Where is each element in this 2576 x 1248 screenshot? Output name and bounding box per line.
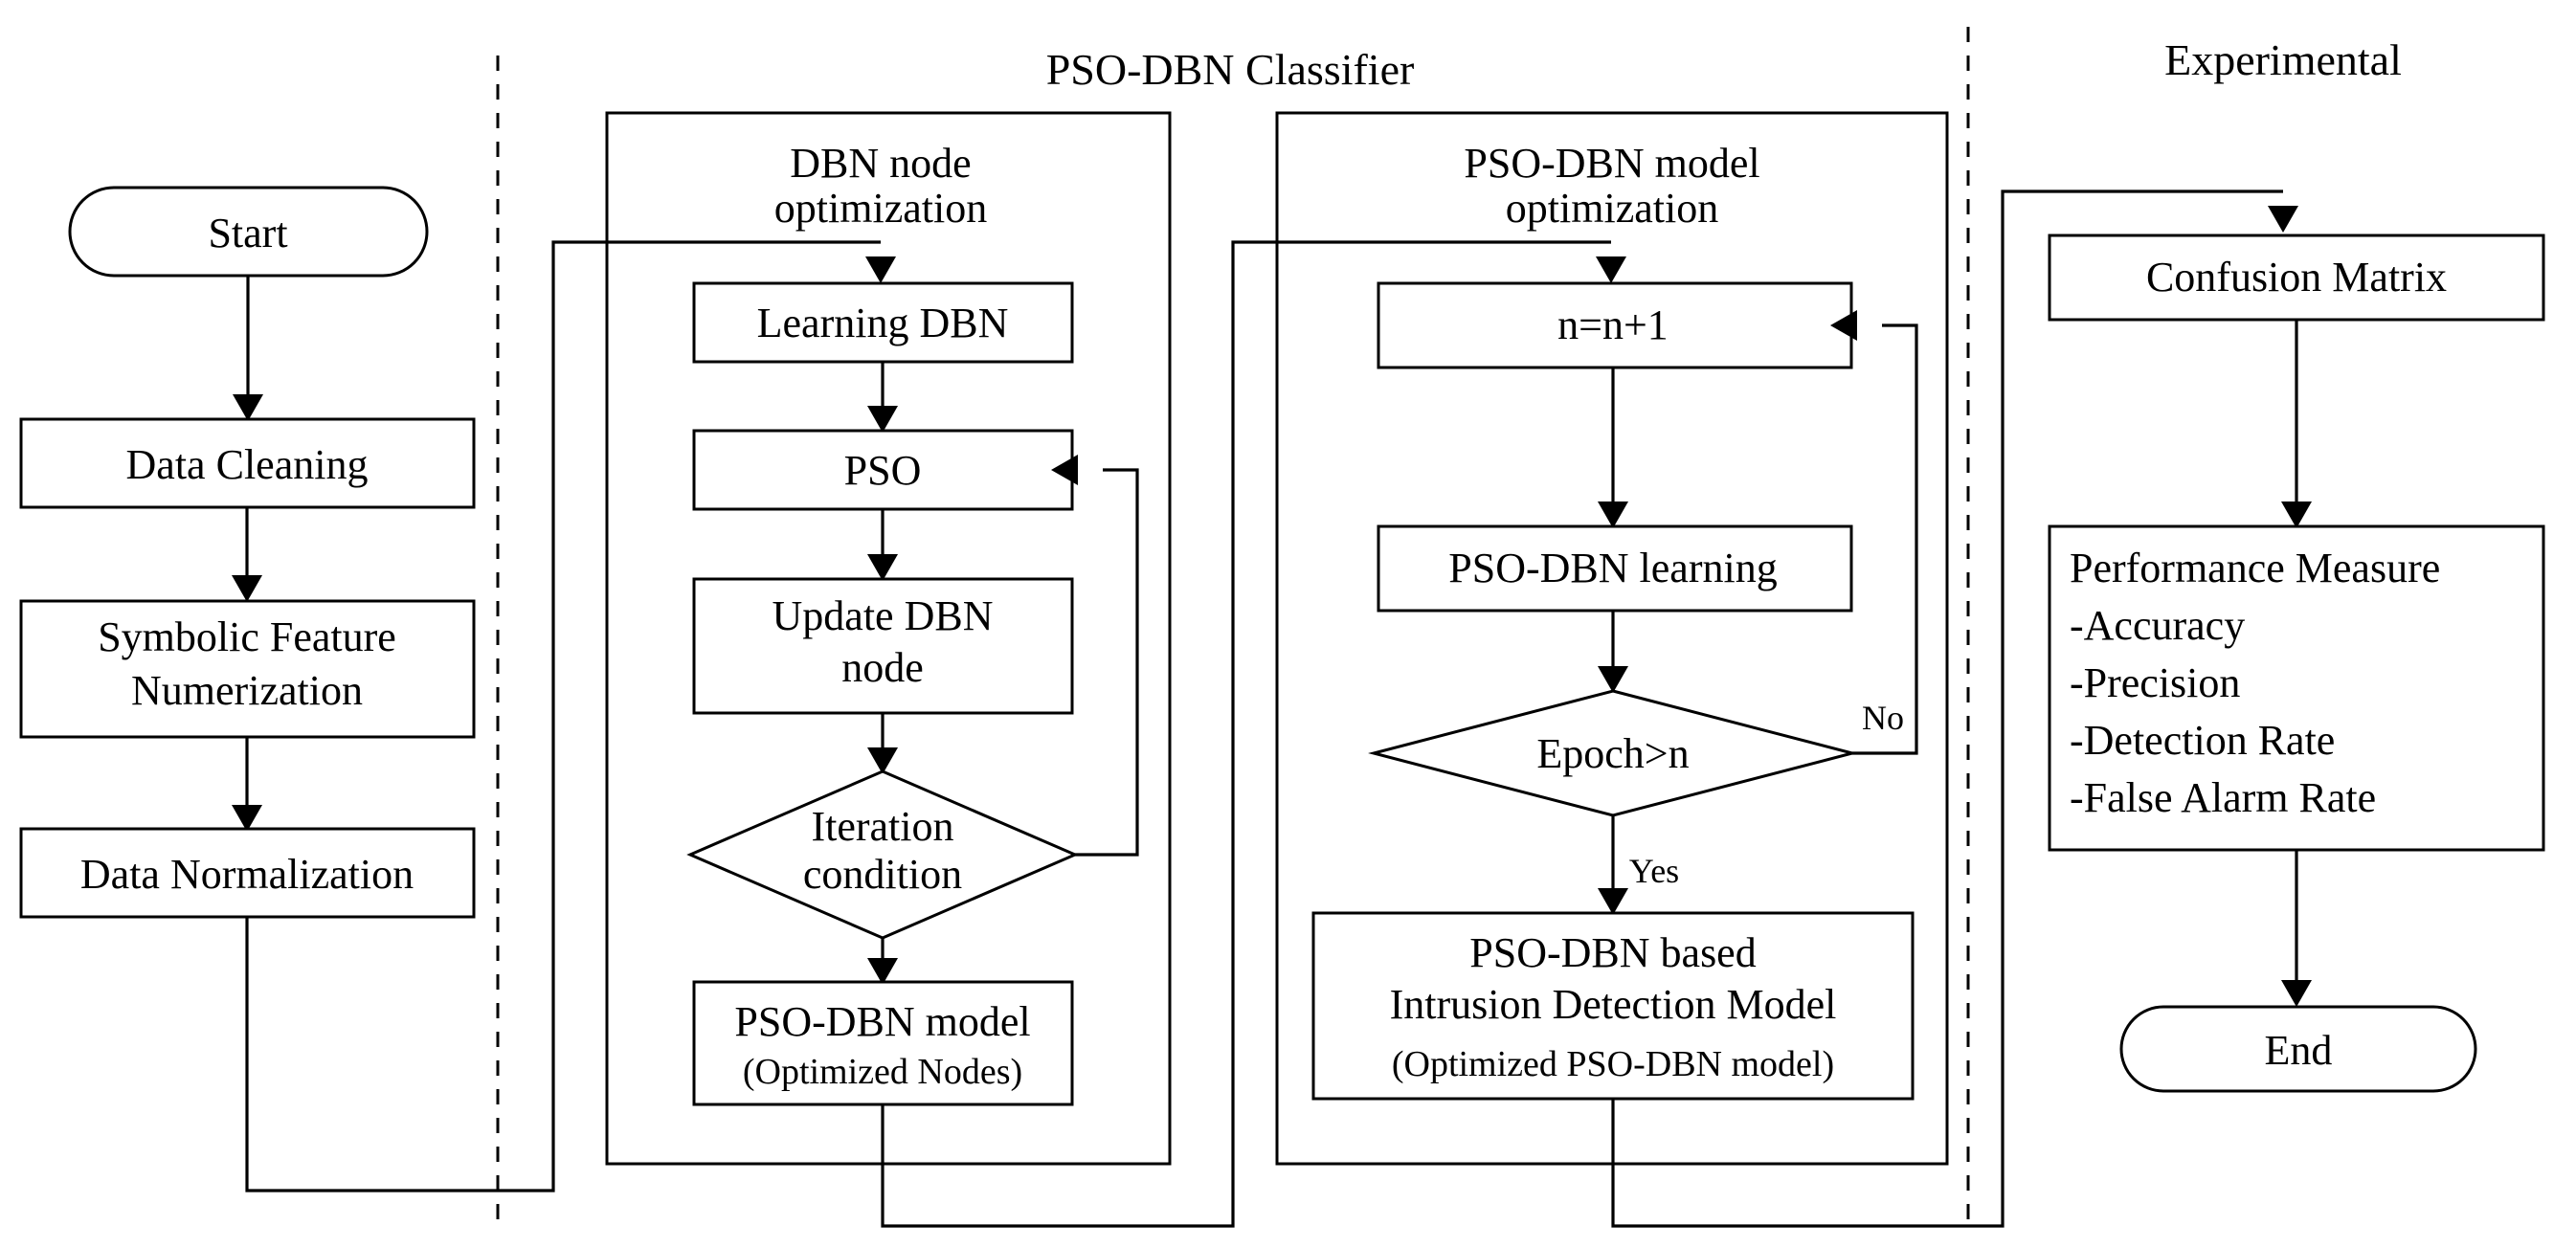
node-update-dbn-node[interactable] xyxy=(692,577,1074,715)
node-pso-dbn-learning-label: PSO-DBN learning xyxy=(1448,545,1777,591)
node-learning-dbn[interactable] xyxy=(692,281,1074,364)
node-performance-item-accuracy: -Accuracy xyxy=(2070,602,2245,649)
node-n-increment[interactable] xyxy=(1377,281,1853,369)
node-n-increment-label: n=n+1 xyxy=(1557,301,1669,348)
node-iteration-line1: Iteration xyxy=(811,803,953,850)
node-intrusion-line2: Intrusion Detection Model xyxy=(1390,981,1837,1028)
arrow-confusion-to-performance xyxy=(2281,501,2312,528)
edge-result-to-confusion-matrix xyxy=(1611,189,2283,1228)
node-end[interactable] xyxy=(2119,1005,2477,1093)
node-update-line1: Update DBN xyxy=(773,592,994,639)
node-update-line2: node xyxy=(841,644,924,691)
arrow-cleaning-to-symbolic xyxy=(232,575,262,602)
node-pso-label: PSO xyxy=(844,447,922,494)
arrow-increment-to-learning xyxy=(1598,501,1628,528)
edge-dbn-model-to-model-group xyxy=(881,240,1611,1228)
arrow-epoch-yes xyxy=(1598,888,1628,915)
section-title-experimental: Experimental xyxy=(2164,35,2402,84)
node-pso-dbn-model-sublabel: (Optimized Nodes) xyxy=(743,1052,1022,1092)
arrow-iteration-to-model xyxy=(867,958,898,985)
group-label-dbn-line1: DBN node xyxy=(790,140,971,187)
group-label-model-line2: optimization xyxy=(1506,185,1718,232)
arrow-learning-to-pso xyxy=(867,406,898,433)
node-performance-item-false-alarm-rate: -False Alarm Rate xyxy=(2070,774,2376,821)
node-data-normalization[interactable] xyxy=(19,827,476,919)
arrow-loop-into-pso xyxy=(1051,455,1078,485)
edge-epoch-no-loop xyxy=(1852,323,1918,755)
node-performance-measure[interactable] xyxy=(2048,524,2545,852)
node-symbolic-feature-numerization[interactable] xyxy=(19,599,476,739)
arrow-into-n-increment xyxy=(1596,256,1626,283)
node-symbolic-line1: Symbolic Feature xyxy=(98,613,396,660)
group-label-model-line1: PSO-DBN model xyxy=(1464,140,1759,187)
node-intrusion-line1: PSO-DBN based xyxy=(1469,929,1756,976)
node-end-label: End xyxy=(2265,1027,2333,1074)
arrow-start-to-cleaning xyxy=(233,394,263,421)
arrow-symbolic-to-normalization xyxy=(232,805,262,832)
section-title-classifier: PSO-DBN Classifier xyxy=(1046,45,1415,94)
arrow-performance-to-end xyxy=(2281,980,2312,1007)
node-performance-title: Performance Measure xyxy=(2070,545,2440,591)
node-start-label: Start xyxy=(208,210,287,256)
arrow-into-learning-dbn xyxy=(865,256,896,283)
node-data-normalization-label: Data Normalization xyxy=(80,851,414,898)
arrow-no-loop-into-increment xyxy=(1830,310,1857,341)
arrow-into-confusion-matrix xyxy=(2268,206,2298,233)
group-label-dbn-line2: optimization xyxy=(774,185,987,232)
arrow-pso-to-update xyxy=(867,554,898,581)
node-performance-item-detection-rate: -Detection Rate xyxy=(2070,717,2335,764)
node-symbolic-line2: Numerization xyxy=(131,667,363,714)
node-intrusion-sublabel: (Optimized PSO-DBN model) xyxy=(1392,1044,1834,1084)
group-box-dbn-node-optimization xyxy=(605,111,1172,1166)
node-confusion-matrix[interactable] xyxy=(2048,234,2545,322)
node-data-cleaning[interactable] xyxy=(19,417,476,509)
node-performance-item-precision: -Precision xyxy=(2070,659,2240,706)
edge-iteration-loop-to-pso xyxy=(1075,468,1139,857)
node-iteration-line2: condition xyxy=(803,851,962,898)
node-pso[interactable] xyxy=(692,429,1074,511)
arrow-update-to-iteration xyxy=(867,747,898,774)
edge-label-yes: Yes xyxy=(1629,852,1679,890)
node-data-cleaning-label: Data Cleaning xyxy=(126,441,369,488)
node-learning-dbn-label: Learning DBN xyxy=(757,300,1009,346)
edge-normalization-to-dbn-group xyxy=(245,240,881,1192)
node-confusion-matrix-label: Confusion Matrix xyxy=(2146,254,2447,301)
node-epoch-condition-label: Epoch>n xyxy=(1536,730,1689,777)
edge-label-no: No xyxy=(1862,699,1904,737)
node-intrusion-detection-model[interactable] xyxy=(1311,911,1915,1101)
node-pso-dbn-model-label: PSO-DBN model xyxy=(734,998,1030,1045)
arrow-learning-to-epoch xyxy=(1598,666,1628,693)
node-pso-dbn-learning[interactable] xyxy=(1377,524,1853,613)
node-pso-dbn-model[interactable] xyxy=(692,980,1074,1106)
